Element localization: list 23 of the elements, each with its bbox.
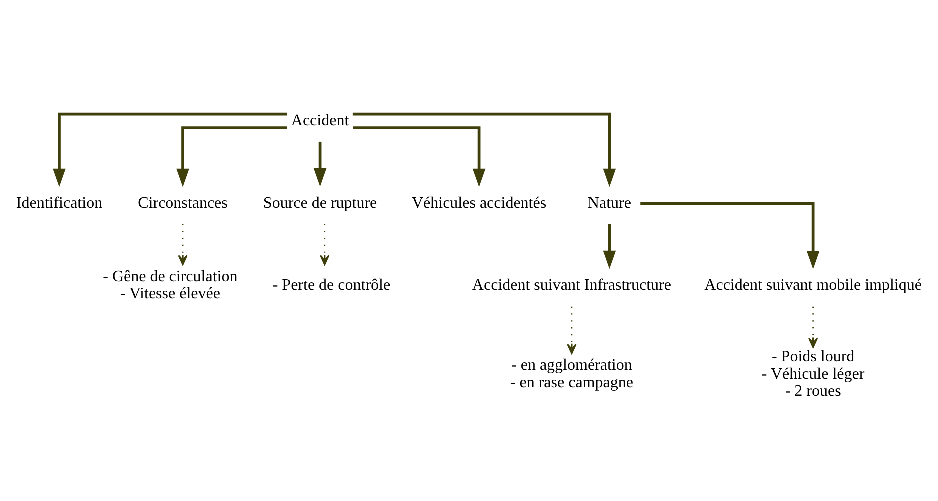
node-text: Circonstances: [138, 194, 228, 212]
arrow: [320, 224, 330, 266]
arrow: [603, 224, 616, 269]
arrow: [53, 112, 288, 187]
node-text: Source de rupture: [263, 194, 378, 212]
node-text: - en agglomération - en rase campagne: [510, 356, 634, 391]
arrow: [808, 306, 818, 348]
node-text: Accident suivant mobile impliqué: [704, 276, 922, 294]
arrow: [352, 112, 616, 187]
node-text: Identification: [16, 194, 103, 212]
node-text: - Perte de contrôle: [272, 276, 391, 294]
node-text: Accident suivant Infrastructure: [472, 276, 672, 294]
node-text: - Poids lourd - Véhicule léger - 2 roues: [762, 348, 865, 400]
arrow: [353, 126, 486, 187]
arrow: [178, 224, 188, 266]
arrow: [314, 141, 327, 186]
arrow: [567, 306, 577, 354]
arrow: [640, 202, 820, 269]
node-text: Véhicules accidentés: [412, 194, 547, 212]
node-text: - Gêne de circulation - Vitesse élevée: [103, 268, 238, 302]
node-text: Accident: [291, 112, 350, 129]
arrow: [176, 126, 288, 187]
node-text: Nature: [588, 194, 632, 212]
